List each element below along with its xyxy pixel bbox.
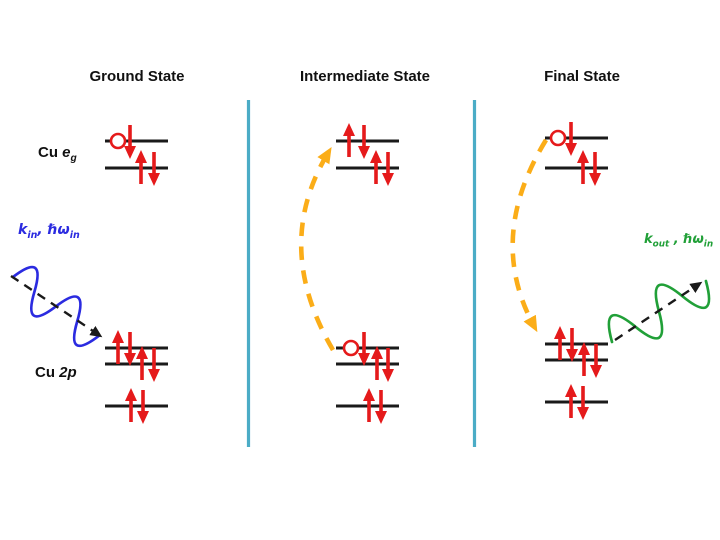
decay-transition-arrow — [510, 138, 548, 333]
energy-level-layer — [105, 122, 608, 424]
outgoing-photon-label: kout , ℏωin — [644, 232, 713, 250]
cu-eg-prefix: Cu — [38, 144, 63, 161]
cu-eg-label: Cu eg — [38, 144, 77, 164]
outgoing-photon-arrow — [614, 281, 703, 341]
cu-eg-symbol: e — [62, 144, 71, 161]
final-state-title: Final State — [544, 68, 620, 85]
hbar-omega-out-symbol: ℏω — [683, 232, 704, 247]
hbar-omega-out-subscript: in — [703, 239, 714, 250]
cu-2p-symbol: 2p — [59, 364, 77, 381]
excitation-transition-arrow — [298, 147, 335, 352]
cu-2p-prefix: Cu — [35, 364, 60, 381]
ground-state-title: Ground State — [89, 68, 185, 85]
photon-in-comma: , — [37, 222, 48, 238]
hbar-omega-in-subscript: in — [69, 229, 80, 241]
state-ground — [105, 125, 168, 424]
incoming-photon-label: kin, ℏωin — [18, 222, 80, 241]
k-out-subscript: out — [652, 239, 670, 250]
k-in-symbol: k — [18, 222, 28, 238]
hbar-omega-in-symbol: ℏω — [47, 222, 70, 238]
cu-eg-subscript: g — [70, 153, 77, 164]
cu-2p-label: Cu 2p — [35, 364, 77, 381]
state-final — [545, 122, 608, 420]
hole-circle — [549, 129, 567, 147]
k-out-symbol: k — [644, 232, 653, 247]
state-intermediate — [336, 123, 399, 424]
incoming-photon-arrow — [10, 275, 103, 338]
k-in-subscript: in — [27, 229, 38, 241]
hole-circle — [109, 132, 127, 150]
photon-out-comma: , — [669, 232, 684, 247]
intermediate-state-title: Intermediate State — [299, 68, 431, 85]
hole-circle — [342, 339, 360, 357]
